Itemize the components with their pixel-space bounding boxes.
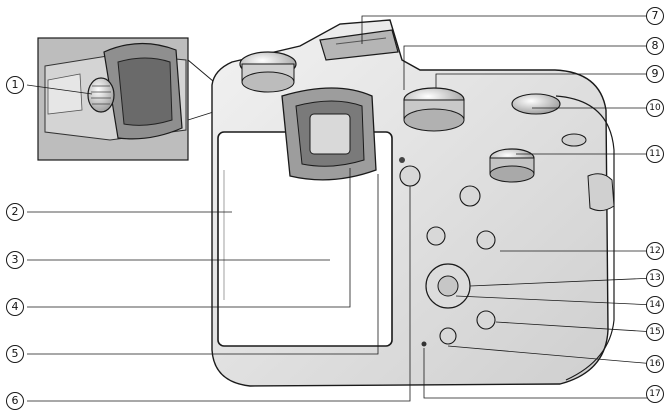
indicator-lamp xyxy=(421,341,427,347)
viewfinder-window xyxy=(309,113,351,155)
callout-8: 8 xyxy=(646,37,664,55)
eye-sensor xyxy=(399,157,405,163)
callout-1: 1 xyxy=(6,76,24,94)
callout-16: 16 xyxy=(646,355,664,373)
menu-button xyxy=(426,226,446,246)
right-upper-button xyxy=(459,185,481,207)
callout-17: 17 xyxy=(646,385,664,403)
callout-6: 6 xyxy=(6,392,24,410)
diopter-dial-icon xyxy=(87,77,115,113)
callout-4: 4 xyxy=(6,298,24,316)
eyecup-detail-inset xyxy=(37,37,189,161)
callout-7: 7 xyxy=(646,7,664,25)
leader-lines xyxy=(26,15,656,402)
erase-button xyxy=(476,310,496,330)
callout-9: 9 xyxy=(646,65,664,83)
playback-button xyxy=(439,327,457,345)
callout-15: 15 xyxy=(646,323,664,341)
callout-2: 2 xyxy=(6,203,24,221)
info-button xyxy=(476,230,496,250)
callout-13: 13 xyxy=(646,269,664,287)
hot-shoe xyxy=(319,29,399,61)
callout-3: 3 xyxy=(6,251,24,269)
left-upper-button xyxy=(399,165,421,187)
callout-5: 5 xyxy=(6,345,24,363)
callout-12: 12 xyxy=(646,242,664,260)
ok-button xyxy=(437,275,459,297)
callout-11: 11 xyxy=(646,145,664,163)
callout-14: 14 xyxy=(646,296,664,314)
callout-10: 10 xyxy=(646,99,664,117)
